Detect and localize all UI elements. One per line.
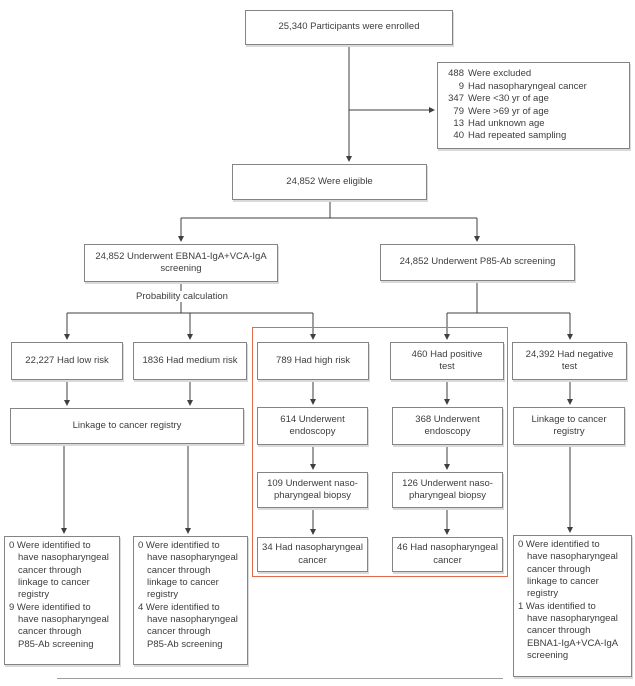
box-p85-screening: 24,852 Underwent P85-Ab screening [380, 244, 575, 281]
box-low-risk-text: 22,227 Had low risk [25, 354, 109, 366]
box-ebna-screening: 24,852 Underwent EBNA1-IgA+VCA-IgA scree… [84, 244, 278, 282]
outcome-box-negative-test: 0 Were identified to have nasopharyngeal… [513, 535, 632, 677]
excluded-item-text: Had nasopharyngeal cancer [468, 80, 587, 92]
excluded-item: 79 Were >69 yr of age [443, 106, 624, 118]
box-ebna-screening-text: 24,852 Underwent EBNA1-IgA+VCA-IgA scree… [95, 250, 267, 274]
excluded-item: 488 Were excluded [443, 68, 624, 80]
outcome-item: 0 Were identified to have nasopharyngeal… [518, 539, 618, 600]
outcome-item: 1 Was identified to have nasopharyngeal … [518, 600, 619, 662]
box-cancer-high-risk: 34 Had nasopharyngeal cancer [257, 537, 368, 572]
box-biopsy-positive: 126 Underwent naso- pharyngeal biopsy [392, 472, 503, 508]
box-low-risk: 22,227 Had low risk [11, 342, 123, 380]
box-biopsy-high-risk-text: 109 Underwent naso- pharyngeal biopsy [267, 477, 358, 501]
box-biopsy-high-risk: 109 Underwent naso- pharyngeal biopsy [257, 472, 368, 508]
excluded-list: 488 Were excluded 9 Had nasopharyngeal c… [438, 63, 629, 148]
excluded-item: 347 Were <30 yr of age [443, 93, 624, 105]
box-negative-test-text: 24,392 Had negative test [525, 348, 614, 372]
excluded-item-text: Had repeated sampling [468, 130, 567, 142]
box-endoscopy-positive-text: 368 Underwent endoscopy [415, 413, 480, 437]
box-endoscopy-high-risk: 614 Underwent endoscopy [257, 407, 368, 445]
box-positive-test-text: 460 Had positive test [411, 348, 483, 372]
excluded-item: 40 Had repeated sampling [443, 130, 624, 142]
excluded-item-text: Had unknown age [468, 117, 545, 129]
box-cancer-positive-text: 46 Had nasopharyngeal cancer [397, 542, 498, 566]
box-high-risk: 789 Had high risk [257, 342, 369, 380]
outcome-item: 0 Were identified to have nasopharyngeal… [138, 540, 238, 601]
excluded-item-text: Were <30 yr of age [468, 93, 549, 105]
excluded-item: 9 Had nasopharyngeal cancer [443, 81, 624, 93]
box-medium-risk-text: 1836 Had medium risk [142, 354, 238, 366]
box-eligible: 24,852 Were eligible [232, 164, 427, 200]
outcome-item: 0 Were identified to have nasopharyngeal… [9, 540, 109, 601]
excluded-item-count: 347 [448, 93, 464, 105]
box-cancer-high-risk-text: 34 Had nasopharyngeal cancer [262, 542, 363, 566]
highlight-frame-screen-positive [252, 327, 508, 577]
box-linkage-registry-right: Linkage to cancer registry [513, 407, 625, 445]
excluded-item-count: 9 [458, 80, 464, 92]
box-negative-test: 24,392 Had negative test [512, 342, 627, 380]
outcome-medium-risk-list: 0 Were identified to have nasopharyngeal… [134, 537, 247, 654]
box-linkage-registry-left: Linkage to cancer registry [10, 408, 244, 444]
outcome-item: 4 Were identified to have nasopharyngeal… [138, 601, 238, 650]
excluded-item-count: 488 [448, 68, 464, 80]
box-positive-test: 460 Had positive test [390, 342, 504, 380]
excluded-item: 13 Had unknown age [443, 118, 624, 130]
excluded-item-count: 79 [453, 105, 464, 117]
box-p85-screening-text: 24,852 Underwent P85-Ab screening [399, 256, 556, 268]
box-high-risk-text: 789 Had high risk [276, 354, 350, 366]
box-enrolled: 25,340 Participants were enrolled [245, 10, 453, 45]
excluded-item-text: Were excluded [468, 68, 532, 80]
outcome-low-risk-list: 0 Were identified to have nasopharyngeal… [5, 537, 119, 654]
outcome-box-low-risk: 0 Were identified to have nasopharyngeal… [4, 536, 120, 665]
box-eligible-text: 24,852 Were eligible [286, 175, 373, 187]
outcome-item: 9 Were identified to have nasopharyngeal… [9, 601, 109, 650]
box-linkage-registry-left-text: Linkage to cancer registry [72, 419, 182, 431]
excluded-item-text: Were >69 yr of age [468, 105, 549, 117]
box-medium-risk: 1836 Had medium risk [133, 342, 247, 380]
box-excluded: 488 Were excluded 9 Had nasopharyngeal c… [437, 62, 630, 149]
box-biopsy-positive-text: 126 Underwent naso- pharyngeal biopsy [402, 477, 493, 501]
outcome-negative-test-list: 0 Were identified to have nasopharyngeal… [514, 536, 631, 665]
box-cancer-positive: 46 Had nasopharyngeal cancer [392, 537, 503, 572]
outcome-box-medium-risk: 0 Were identified to have nasopharyngeal… [133, 536, 248, 665]
box-enrolled-text: 25,340 Participants were enrolled [278, 21, 420, 33]
box-endoscopy-positive: 368 Underwent endoscopy [392, 407, 503, 445]
probability-calculation-label: Probability calculation [122, 291, 242, 302]
excluded-item-count: 13 [453, 117, 464, 129]
excluded-item-count: 40 [453, 130, 464, 142]
box-endoscopy-high-risk-text: 614 Underwent endoscopy [280, 413, 345, 437]
box-linkage-registry-right-text: Linkage to cancer registry [531, 413, 607, 437]
